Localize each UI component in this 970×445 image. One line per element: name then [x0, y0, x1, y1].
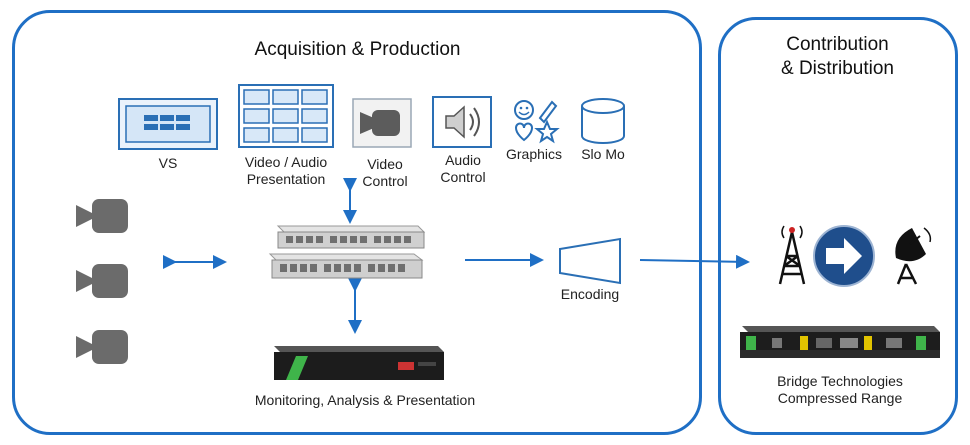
video-audio-presentation-label: Video / Audio Presentation	[244, 154, 328, 187]
video-control-camera-icon	[352, 98, 412, 148]
camera-icon	[76, 328, 130, 366]
rack-appliance-icon	[736, 320, 946, 366]
audio-control-label: Audio Control	[440, 152, 486, 185]
encoding-label: Encoding	[560, 286, 620, 302]
monitoring-label: Monitoring, Analysis & Presentation	[254, 392, 476, 408]
contribution-distribution-title: Contribution & Distribution	[781, 34, 894, 79]
encoder-trapezoid-icon	[558, 237, 622, 285]
graphics-shapes-icon	[510, 98, 560, 144]
multiviewer-grid-icon	[238, 84, 334, 148]
video-control-label: Video Control	[362, 156, 408, 189]
satellite-dish-icon	[890, 222, 936, 286]
speaker-icon	[432, 96, 492, 148]
acquisition-production-title: Acquisition & Production	[254, 39, 461, 60]
camera-icon	[76, 197, 130, 235]
video-switcher-icon	[118, 98, 218, 150]
arrow-encoding-distribution	[639, 254, 750, 269]
graphics-label: Graphics	[505, 146, 563, 162]
bridge-technologies-label: Bridge Technologies Compressed Range	[777, 373, 903, 406]
storage-cylinder-icon	[578, 96, 628, 146]
probe-appliance-icon	[268, 340, 448, 386]
network-switch-icon	[268, 222, 428, 284]
vs-label: VS	[158, 155, 178, 171]
arrow-circle-icon	[812, 224, 876, 288]
slo-mo-label: Slo Mo	[581, 146, 625, 162]
transmission-tower-icon	[774, 222, 810, 286]
camera-icon	[76, 262, 130, 300]
